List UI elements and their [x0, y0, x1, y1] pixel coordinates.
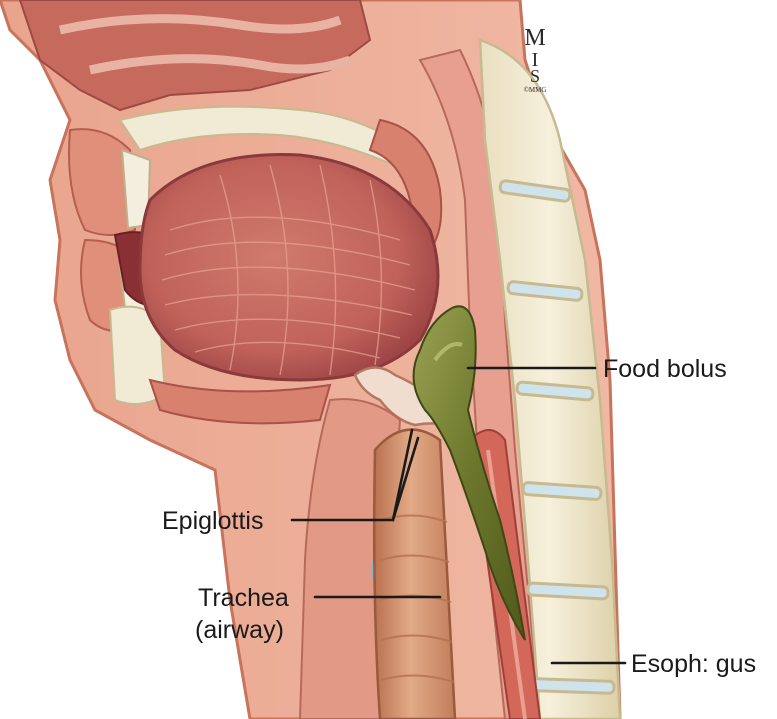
esophagus-label: Esoph: gus	[631, 650, 756, 678]
logo-letter-bottom: S	[530, 66, 540, 86]
food-bolus-label: Food bolus	[603, 355, 727, 383]
logo-letter-top: M	[524, 25, 545, 51]
epiglottis-label: Epiglottis	[162, 507, 263, 535]
logo-caption: ©MMG	[524, 86, 547, 94]
trachea-label-line2: (airway)	[195, 616, 284, 644]
trachea-label-line1: Trachea	[198, 584, 289, 612]
tongue	[140, 155, 438, 380]
